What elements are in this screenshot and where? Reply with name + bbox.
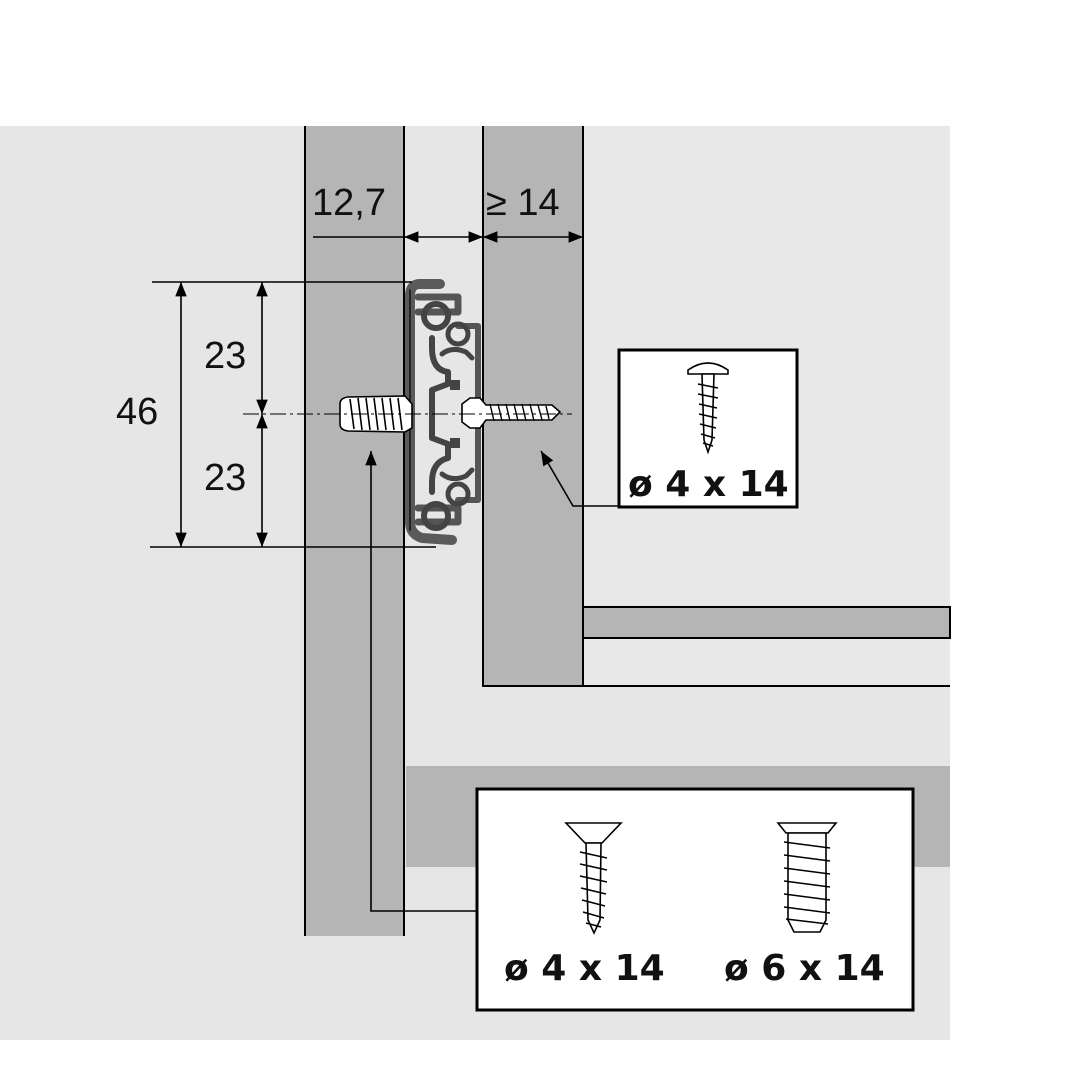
countersunk-screw-icon [564, 822, 623, 935]
cabinet-screw-1-label: ø 4 x 14 [504, 948, 665, 989]
cabinet-screw-callout [475, 787, 915, 1012]
drawer-screw-label: ø 4 x 14 [628, 464, 789, 505]
bottom-white-area [0, 1040, 1080, 1080]
drawer-side-screw [461, 397, 562, 429]
drawer-bottom-panel [549, 606, 951, 639]
side-thickness-label: 12,7 [312, 182, 386, 224]
upper-half-label: 23 [204, 335, 246, 377]
top-white-area [0, 0, 1080, 126]
drawer-side-min-label: ≥ 14 [486, 182, 560, 224]
lower-half-label: 23 [204, 457, 246, 499]
total-height-label: 46 [116, 391, 158, 433]
cabinet-side-screw [339, 395, 413, 433]
pan-head-screw-icon [687, 362, 729, 455]
leader-drawer-screw [540, 450, 619, 507]
right-white-area [950, 0, 1080, 1080]
euro-screw-icon [776, 822, 838, 933]
cabinet-screw-2-label: ø 6 x 14 [724, 948, 885, 989]
cabinet-side-panel [305, 126, 404, 936]
dimension-lines [150, 231, 583, 548]
leader-cabinet-screw [365, 451, 477, 912]
